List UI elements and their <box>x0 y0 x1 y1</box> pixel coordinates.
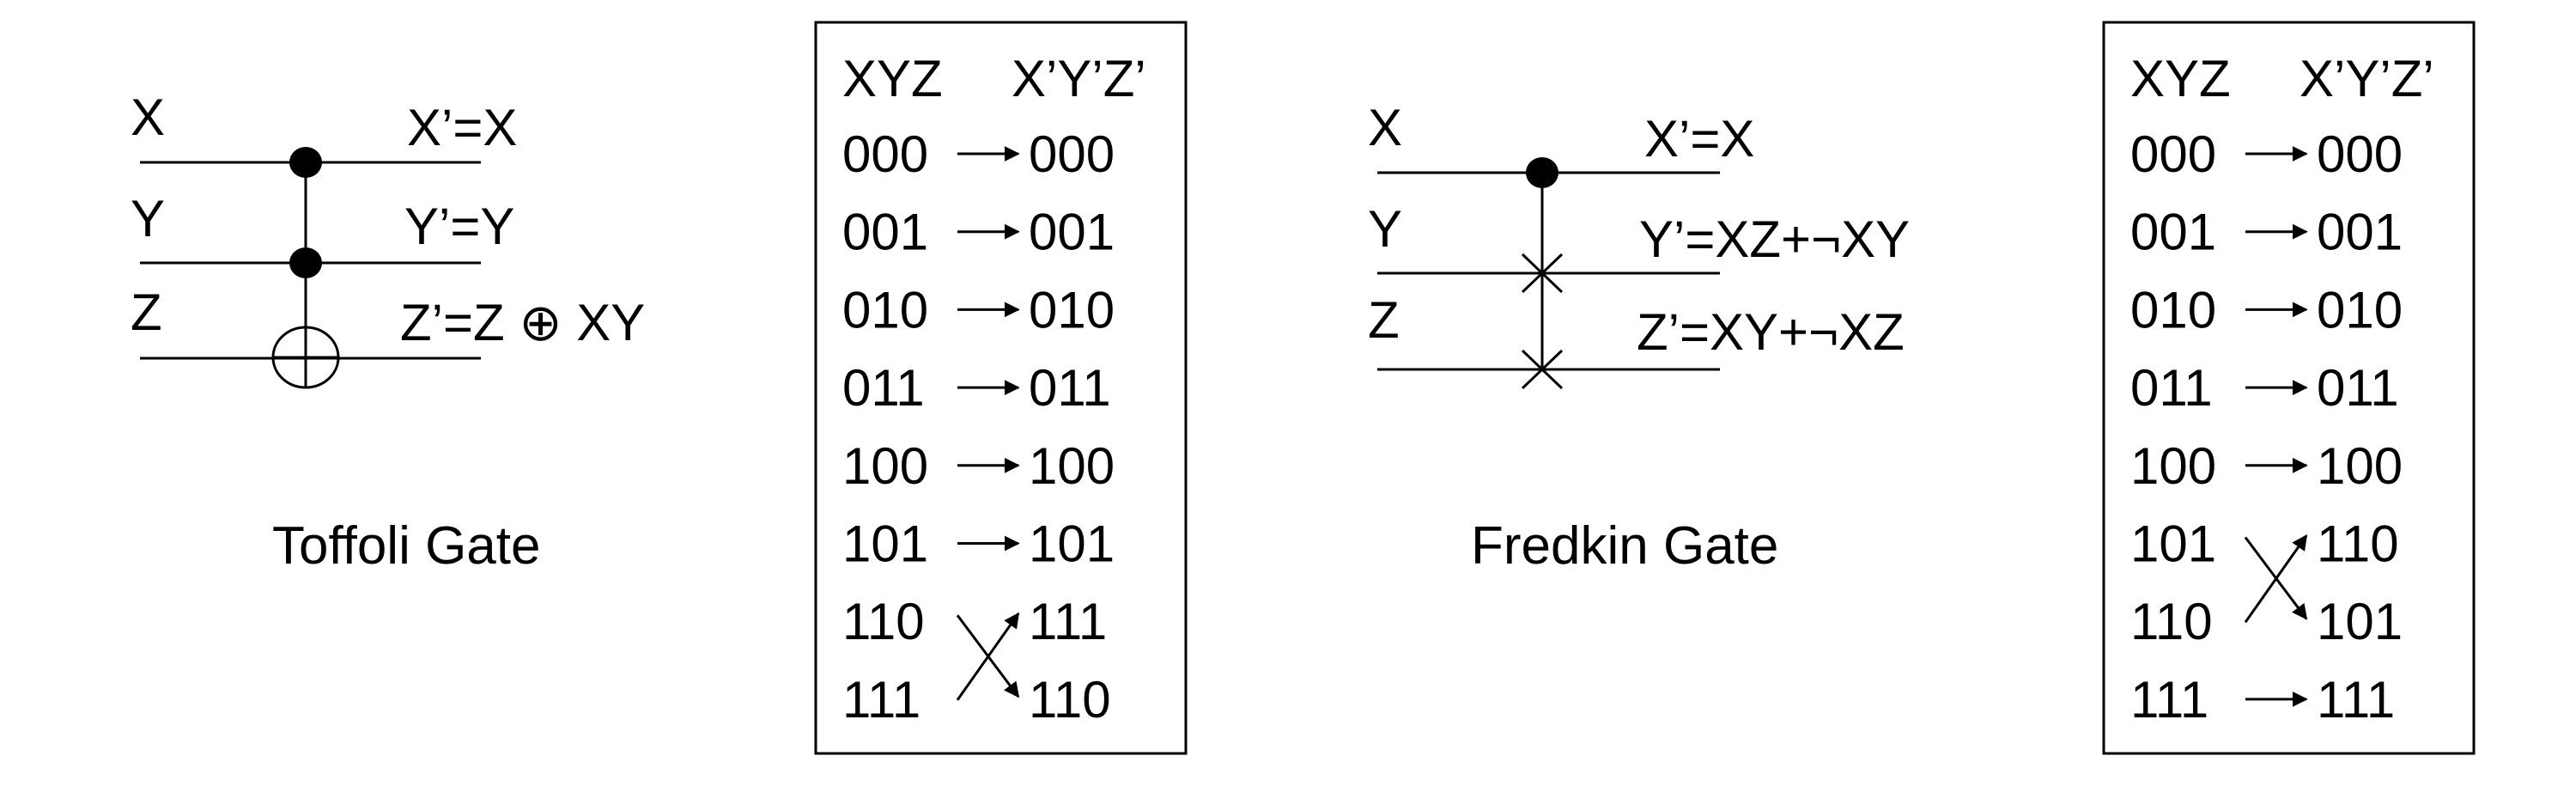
row-input: 000 <box>2130 125 2216 183</box>
row-output: 100 <box>2317 437 2403 495</box>
row-output: 001 <box>1029 204 1115 261</box>
control-dot-x <box>1526 157 1558 188</box>
output-label-y: Y’=XZ+¬XY <box>1639 210 1910 268</box>
row-output: 011 <box>1029 359 1111 417</box>
table-row: 101 110 <box>2130 515 2399 573</box>
table-row: 011 011 <box>842 359 1111 417</box>
output-label-z: Z’=Z ⊕ XY <box>400 294 645 351</box>
swap-cross-z-icon <box>1521 349 1564 390</box>
table-row: 000 000 <box>2130 125 2403 183</box>
row-input: 110 <box>2130 593 2213 650</box>
row-input: 111 <box>2130 671 2208 729</box>
table-header-input: XYZ <box>842 50 943 107</box>
row-output: 011 <box>2317 359 2399 417</box>
table-row: 001 001 <box>2130 204 2403 261</box>
output-label-z: Z’=XY+¬XZ <box>1637 303 1905 361</box>
table-row: 100 100 <box>2130 437 2403 495</box>
table-row: 111 111 <box>2130 671 2395 729</box>
output-label-x: X’=X <box>407 99 517 156</box>
row-input: 010 <box>842 281 928 338</box>
row-output: 101 <box>2317 593 2403 650</box>
table-row: 100 100 <box>842 437 1115 495</box>
row-input: 001 <box>2130 204 2216 261</box>
row-input: 010 <box>2130 281 2216 338</box>
row-output: 001 <box>2317 204 2403 261</box>
table-header-output: X’Y’Z’ <box>2300 50 2434 107</box>
row-output: 101 <box>1029 515 1115 573</box>
row-output: 110 <box>1029 671 1111 729</box>
row-input: 101 <box>842 515 928 573</box>
table-row: 010 010 <box>842 281 1115 338</box>
row-input: 100 <box>2130 437 2216 495</box>
row-input: 011 <box>842 359 925 417</box>
swap-arrow-up-icon <box>956 612 1020 701</box>
input-label-x: X <box>131 88 165 146</box>
row-input: 100 <box>842 437 928 495</box>
row-output: 000 <box>2317 125 2403 183</box>
table-row: 110 101 <box>2130 593 2403 650</box>
output-label-y: Y’=Y <box>404 198 514 255</box>
row-input: 001 <box>842 204 928 261</box>
row-output: 010 <box>1029 281 1115 338</box>
row-input: 110 <box>842 593 925 650</box>
table-row: 010 010 <box>2130 281 2403 338</box>
swap-cross-y-icon <box>1521 253 1564 294</box>
fredkin-title: Fredkin Gate <box>1471 516 1778 576</box>
toffoli-title: Toffoli Gate <box>272 516 540 576</box>
row-output: 010 <box>2317 281 2403 338</box>
table-row: 101 101 <box>842 515 1115 573</box>
input-label-x: X <box>1368 99 1402 156</box>
fredkin-circuit: X Y Z X’=X Y’=XZ+¬XY Z’=XY+¬XZ Fredkin G… <box>1368 99 1910 576</box>
row-input: 101 <box>2130 515 2216 573</box>
row-output: 110 <box>2317 515 2399 573</box>
row-output: 000 <box>1029 125 1115 183</box>
table-header-output: X’Y’Z’ <box>1012 50 1146 107</box>
input-label-y: Y <box>1368 200 1402 258</box>
table-row: 000 000 <box>842 125 1115 183</box>
row-output: 111 <box>2317 671 2395 729</box>
row-input: 000 <box>842 125 928 183</box>
control-dot-y <box>289 247 322 278</box>
swap-arrow-up-icon <box>2244 534 2308 624</box>
table-row: 110 111 <box>842 593 1107 650</box>
table-header-input: XYZ <box>2130 50 2231 107</box>
control-dot-x <box>289 147 322 178</box>
output-label-x: X’=X <box>1644 110 1754 168</box>
input-label-z: Z <box>1368 291 1400 349</box>
input-label-z: Z <box>131 284 162 341</box>
input-label-y: Y <box>131 190 165 247</box>
toffoli-circuit: X Y Z X’=X Y’=Y Z’=Z ⊕ XY Toffoli Gate <box>131 88 645 576</box>
row-input: 111 <box>842 671 920 729</box>
row-output: 100 <box>1029 437 1115 495</box>
row-output: 111 <box>1029 593 1107 650</box>
table-row: 111 110 <box>842 671 1111 729</box>
row-input: 011 <box>2130 359 2213 417</box>
table-row: 011 011 <box>2130 359 2399 417</box>
table-row: 001 001 <box>842 204 1115 261</box>
